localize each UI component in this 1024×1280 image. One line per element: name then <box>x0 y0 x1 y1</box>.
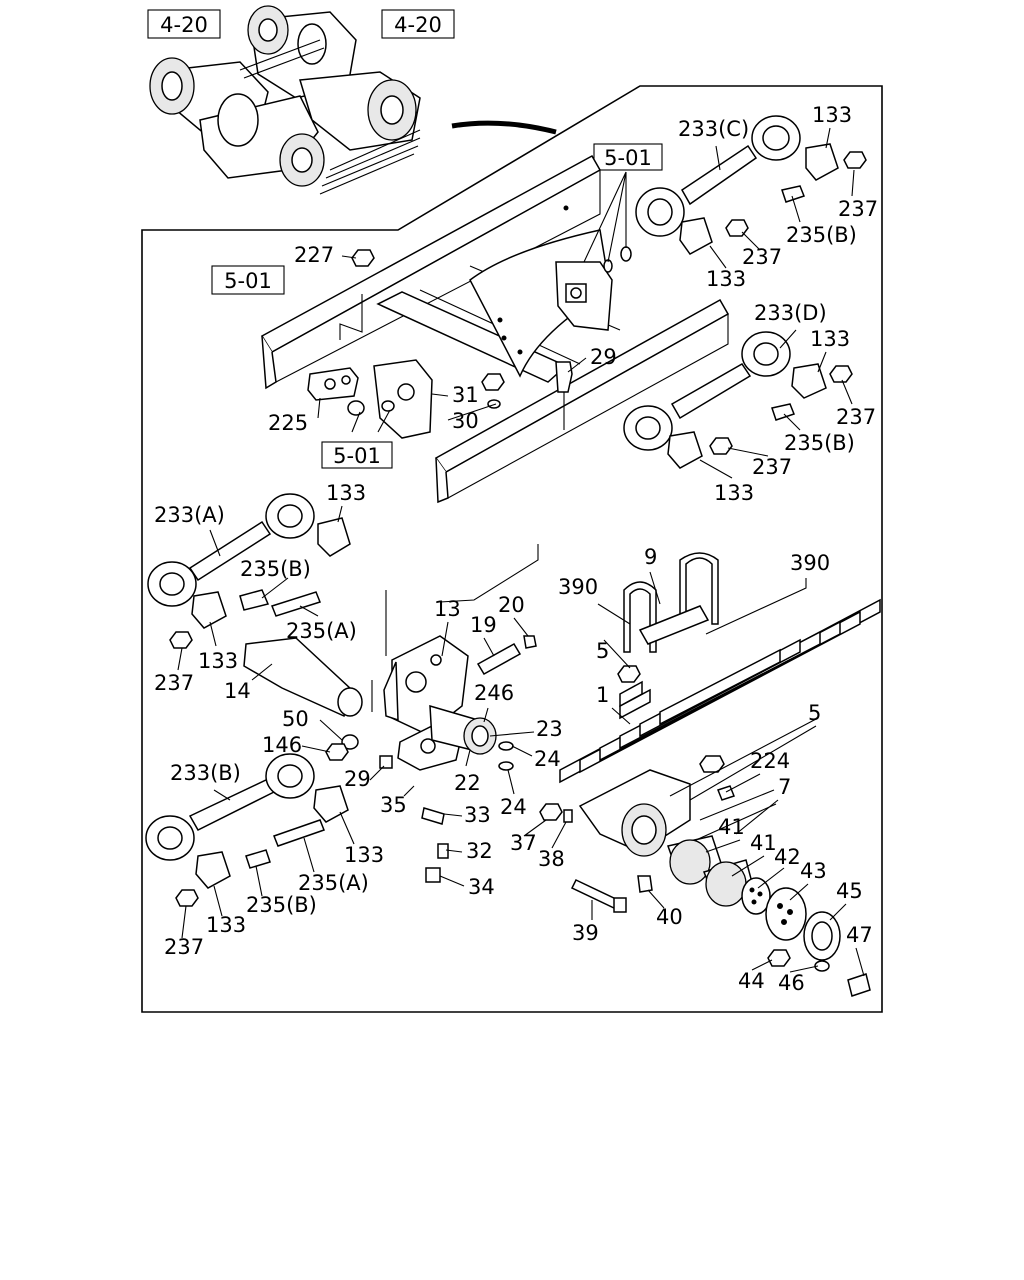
callout-46: 46 <box>778 971 805 995</box>
callout-19: 19 <box>470 613 497 637</box>
callout-235b-a: 235(B) <box>240 557 311 581</box>
ref-box-5-01-top: 5-01 <box>593 143 663 171</box>
trunnion-bracket <box>243 544 539 883</box>
callout-32: 32 <box>466 839 493 863</box>
svg-text:5-01: 5-01 <box>333 444 381 468</box>
u-bolts <box>617 552 719 683</box>
callout-9: 9 <box>644 545 657 569</box>
callout-24-a: 24 <box>534 747 561 771</box>
leaf-spring <box>559 598 881 784</box>
callout-41-b: 41 <box>750 831 777 855</box>
callout-133-c2: 133 <box>706 267 746 291</box>
spring-seat-hub <box>539 717 871 997</box>
callout-133-d1: 133 <box>810 327 850 351</box>
callout-233d: 233(D) <box>754 301 827 325</box>
torque-rod-233c <box>635 115 867 255</box>
svg-text:4-20: 4-20 <box>394 13 442 37</box>
callout-45: 45 <box>836 879 863 903</box>
callout-235b-b: 235(B) <box>246 893 317 917</box>
ref-box-4-20-right: 4-20 <box>381 9 455 39</box>
callout-235a-a: 235(A) <box>286 619 357 643</box>
callout-233a: 233(A) <box>154 503 225 527</box>
diagram-frame <box>141 85 883 1013</box>
callout-labels: 227 225 31 30 29 233(C) 133 237 235(B) 2… <box>154 103 878 995</box>
callout-43: 43 <box>800 859 827 883</box>
callout-237-d1: 237 <box>836 405 876 429</box>
torque-rod-233d <box>623 331 853 469</box>
ref-box-4-20-left: 4-20 <box>147 9 221 39</box>
callout-14: 14 <box>224 679 251 703</box>
callout-235b-c: 235(B) <box>786 223 857 247</box>
callout-41-a: 41 <box>718 815 745 839</box>
torque-rod-233b <box>145 753 349 907</box>
leader-lines <box>177 127 865 977</box>
callout-390-b: 390 <box>790 551 830 575</box>
callout-23: 23 <box>536 717 563 741</box>
overview-arrow <box>451 120 557 135</box>
callout-31: 31 <box>452 383 479 407</box>
torque-rod-233a <box>147 493 351 649</box>
callout-42: 42 <box>774 845 801 869</box>
callout-237-b: 237 <box>164 935 204 959</box>
callout-133-d2: 133 <box>714 481 754 505</box>
callout-47: 47 <box>846 923 873 947</box>
callout-33: 33 <box>464 803 491 827</box>
bracket-upper <box>555 171 632 331</box>
callout-37: 37 <box>510 831 537 855</box>
chassis-frame <box>260 154 730 504</box>
callout-50: 50 <box>282 707 309 731</box>
callout-237-d2: 237 <box>752 455 792 479</box>
callout-133-c1: 133 <box>812 103 852 127</box>
overview-axle-assembly <box>149 5 557 195</box>
callout-44: 44 <box>738 969 765 993</box>
callout-29-top: 29 <box>590 345 617 369</box>
callout-233b: 233(B) <box>170 761 241 785</box>
callout-225: 225 <box>268 411 308 435</box>
callout-40: 40 <box>656 905 683 929</box>
callout-13: 13 <box>434 597 461 621</box>
svg-text:4-20: 4-20 <box>160 13 208 37</box>
callout-1: 1 <box>596 683 609 707</box>
callout-235b-d: 235(B) <box>784 431 855 455</box>
callout-7: 7 <box>778 775 791 799</box>
callout-246: 246 <box>474 681 514 705</box>
callout-235a-b: 235(A) <box>298 871 369 895</box>
callout-133-a1: 133 <box>326 481 366 505</box>
callout-5-a: 5 <box>596 639 609 663</box>
callout-233c: 233(C) <box>678 117 749 141</box>
callout-133-b1: 133 <box>344 843 384 867</box>
callout-20: 20 <box>498 593 525 617</box>
callout-227: 227 <box>294 243 334 267</box>
callout-24-b: 24 <box>500 795 527 819</box>
upper-fasteners <box>351 249 573 430</box>
callout-22: 22 <box>454 771 481 795</box>
callout-34: 34 <box>468 875 495 899</box>
callout-35: 35 <box>380 793 407 817</box>
callout-237-a: 237 <box>154 671 194 695</box>
callout-133-a2: 133 <box>198 649 238 673</box>
callout-237-c2: 237 <box>742 245 782 269</box>
callout-39: 39 <box>572 921 599 945</box>
callout-30: 30 <box>452 409 479 433</box>
ref-box-5-01-mid: 5-01 <box>321 441 393 469</box>
callout-5-b: 5 <box>808 701 821 725</box>
callout-237-c1: 237 <box>838 197 878 221</box>
callout-38: 38 <box>538 847 565 871</box>
svg-text:5-01: 5-01 <box>604 146 652 170</box>
callout-146: 146 <box>262 733 302 757</box>
callout-29-mid: 29 <box>344 767 371 791</box>
callout-390-a: 390 <box>558 575 598 599</box>
ref-box-5-01-left: 5-01 <box>211 265 285 295</box>
bracket-left <box>307 294 433 439</box>
svg-text:5-01: 5-01 <box>224 269 272 293</box>
callout-133-b2: 133 <box>206 913 246 937</box>
